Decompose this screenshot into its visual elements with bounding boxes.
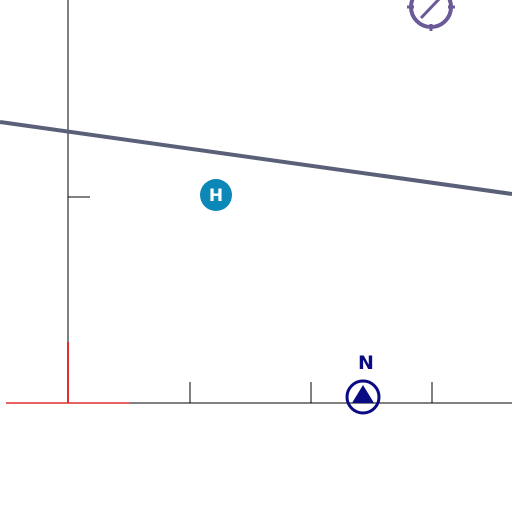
route-line[interactable] [0,120,512,196]
north-arrow[interactable]: N [345,352,381,415]
helipad-label: H [209,186,223,206]
north-arrow-ring [345,379,381,415]
origin-marker [6,342,130,404]
helipad-symbol[interactable]: H [200,179,232,211]
north-arrow-icon [352,385,374,403]
helipad-icon [200,179,232,211]
compass-rose-icon[interactable] [407,0,455,31]
north-arrow-label: N [358,352,374,374]
compass-rose-needle [419,0,441,20]
